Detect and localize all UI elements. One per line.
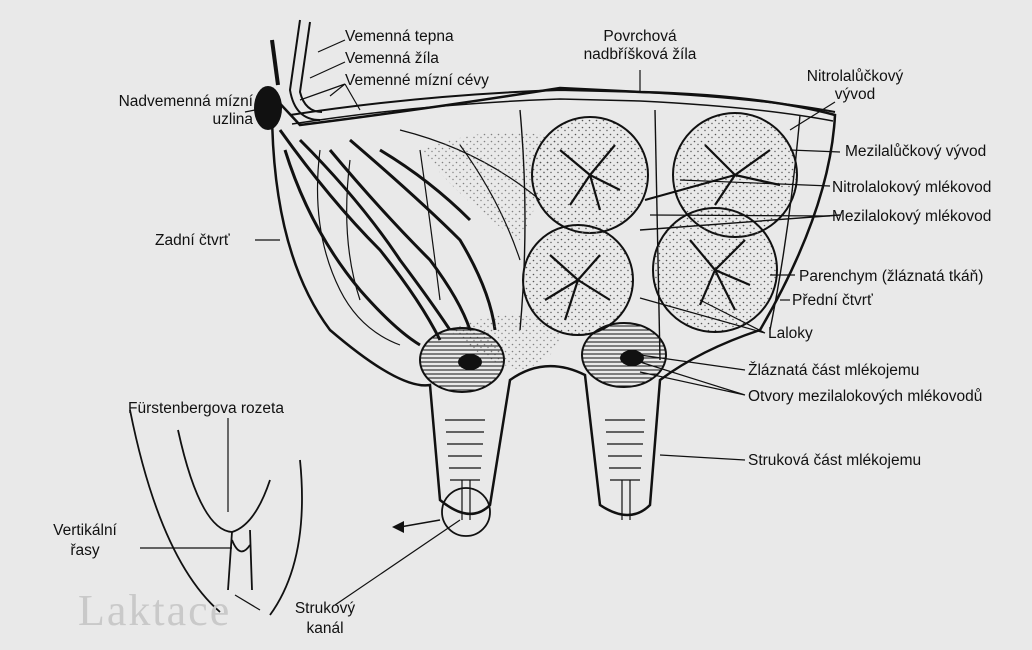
label-vemenna-tepna: Vemenná tepna [345, 28, 454, 45]
label-vertikalni-2: řasy [30, 542, 140, 559]
label-strukovy-2: kanál [280, 620, 370, 637]
label-otvory: Otvory mezilalokových mlékovodů [748, 388, 982, 405]
label-nitrolaluckovy-2: vývod [780, 86, 930, 103]
label-parenchym: Parenchym (žláznatá tkáň) [799, 268, 983, 285]
lymph-vessels [272, 40, 278, 85]
label-nitrolaluckovy-1: Nitrolalůčkový [780, 68, 930, 85]
lymph-node [254, 86, 282, 130]
label-vemenna-zila: Vemenná žíla [345, 50, 439, 67]
label-predni-ctvrt: Přední čtvrť [792, 292, 873, 309]
label-furstenbergova: Fürstenbergova rozeta [128, 400, 284, 417]
label-vertikalni-1: Vertikální [30, 522, 140, 539]
label-povrchova-1: Povrchová [560, 28, 720, 45]
label-nitrolalokovy: Nitrolalokový mlékovod [832, 179, 991, 196]
background-watermark-text: Laktace [78, 585, 231, 636]
label-strukovy-1: Strukový [280, 600, 370, 617]
label-zadni-ctvrt: Zadní čtvrť [155, 232, 230, 249]
label-vemenne-mizni-cevy: Vemenné mízní cévy [345, 72, 489, 89]
label-strukova-cast: Struková část mlékojemu [748, 452, 921, 469]
label-povrchova-2: nadbříšková žíla [560, 46, 720, 63]
label-mezilaluckovy: Mezilalůčkový vývod [845, 143, 986, 160]
label-nadvemenna-1: Nadvemenná mízní [58, 93, 253, 110]
teat-ridges [445, 420, 645, 520]
label-laloky: Laloky [768, 325, 813, 342]
label-mezilalokovy: Mezilalokový mlékovod [832, 208, 991, 225]
label-zlaznata-cast: Žláznatá část mlékojemu [748, 362, 919, 379]
lobes [523, 113, 797, 335]
surface-vein [290, 90, 835, 115]
label-nadvemenna-2: uzlina [58, 111, 253, 128]
